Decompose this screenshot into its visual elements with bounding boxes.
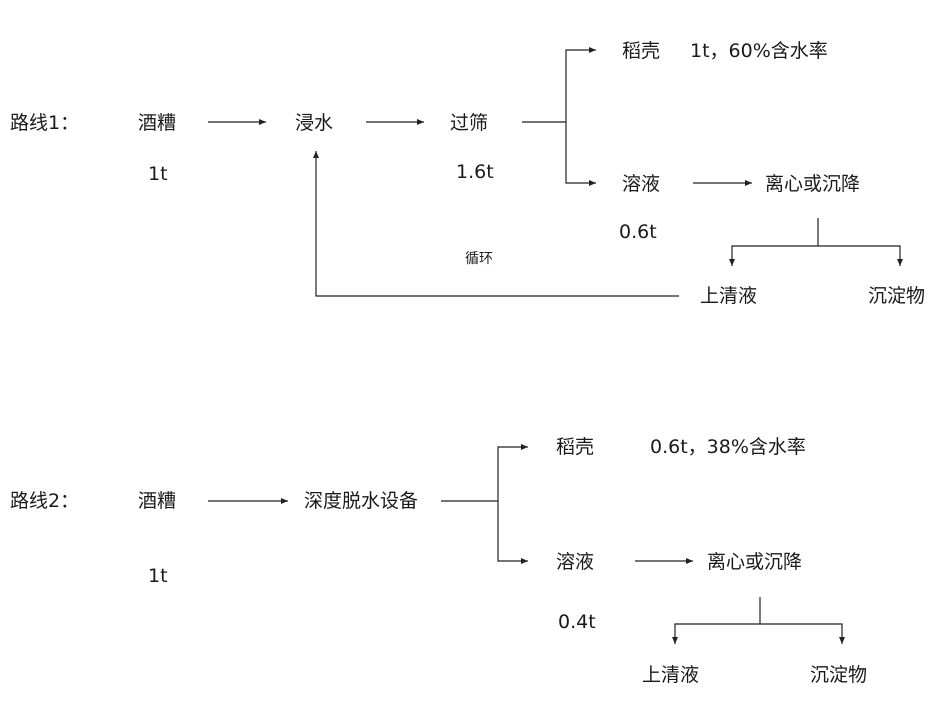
route2-start-node: 酒糟 xyxy=(138,490,177,512)
route1-start-amount: 1t xyxy=(148,163,168,185)
branch2-to-husk xyxy=(497,444,528,501)
route2-solution-amount: 0.4t xyxy=(558,611,596,633)
route2-title: 路线2： xyxy=(10,490,80,512)
route1-supernatant-node: 上清液 xyxy=(700,285,758,307)
route1-sieve-node: 过筛 xyxy=(450,112,489,134)
route2-separation-node: 离心或沉降 xyxy=(707,551,803,573)
route1-husk-note: 1t，60%含水率 xyxy=(690,40,828,62)
route1-sediment-node: 沉淀物 xyxy=(868,285,926,307)
route2-device-node: 深度脱水设备 xyxy=(304,490,419,512)
route1-sieve-amount: 1.6t xyxy=(456,161,494,183)
branch-to-solution xyxy=(565,122,596,186)
route2-husk-note: 0.6t，38%含水率 xyxy=(650,436,806,458)
route2-husk-node: 稻壳 xyxy=(556,436,595,458)
route2-start-amount: 1t xyxy=(148,565,168,587)
route1-husk-node: 稻壳 xyxy=(622,40,661,62)
cycle-return-line xyxy=(313,151,679,297)
route2-solution-node: 溶液 xyxy=(556,551,595,573)
route1-soak-node: 浸水 xyxy=(295,112,334,134)
split2-to-supernatant xyxy=(672,623,760,644)
split-to-supernatant xyxy=(729,245,818,266)
route1-solution-amount: 0.6t xyxy=(619,221,657,243)
split-to-sediment xyxy=(818,245,903,266)
route1-separation-node: 离心或沉降 xyxy=(765,173,861,195)
branch2-to-solution xyxy=(497,501,528,564)
route1-title: 路线1： xyxy=(10,112,80,134)
route1-start-node: 酒糟 xyxy=(138,112,177,134)
route2-sediment-node: 沉淀物 xyxy=(810,664,868,686)
route1-solution-node: 溶液 xyxy=(622,173,661,195)
route1-cycle-label: 循环 xyxy=(465,251,493,267)
route2-supernatant-node: 上清液 xyxy=(642,664,700,686)
split2-to-sediment xyxy=(760,623,845,644)
branch-to-husk xyxy=(565,47,596,122)
